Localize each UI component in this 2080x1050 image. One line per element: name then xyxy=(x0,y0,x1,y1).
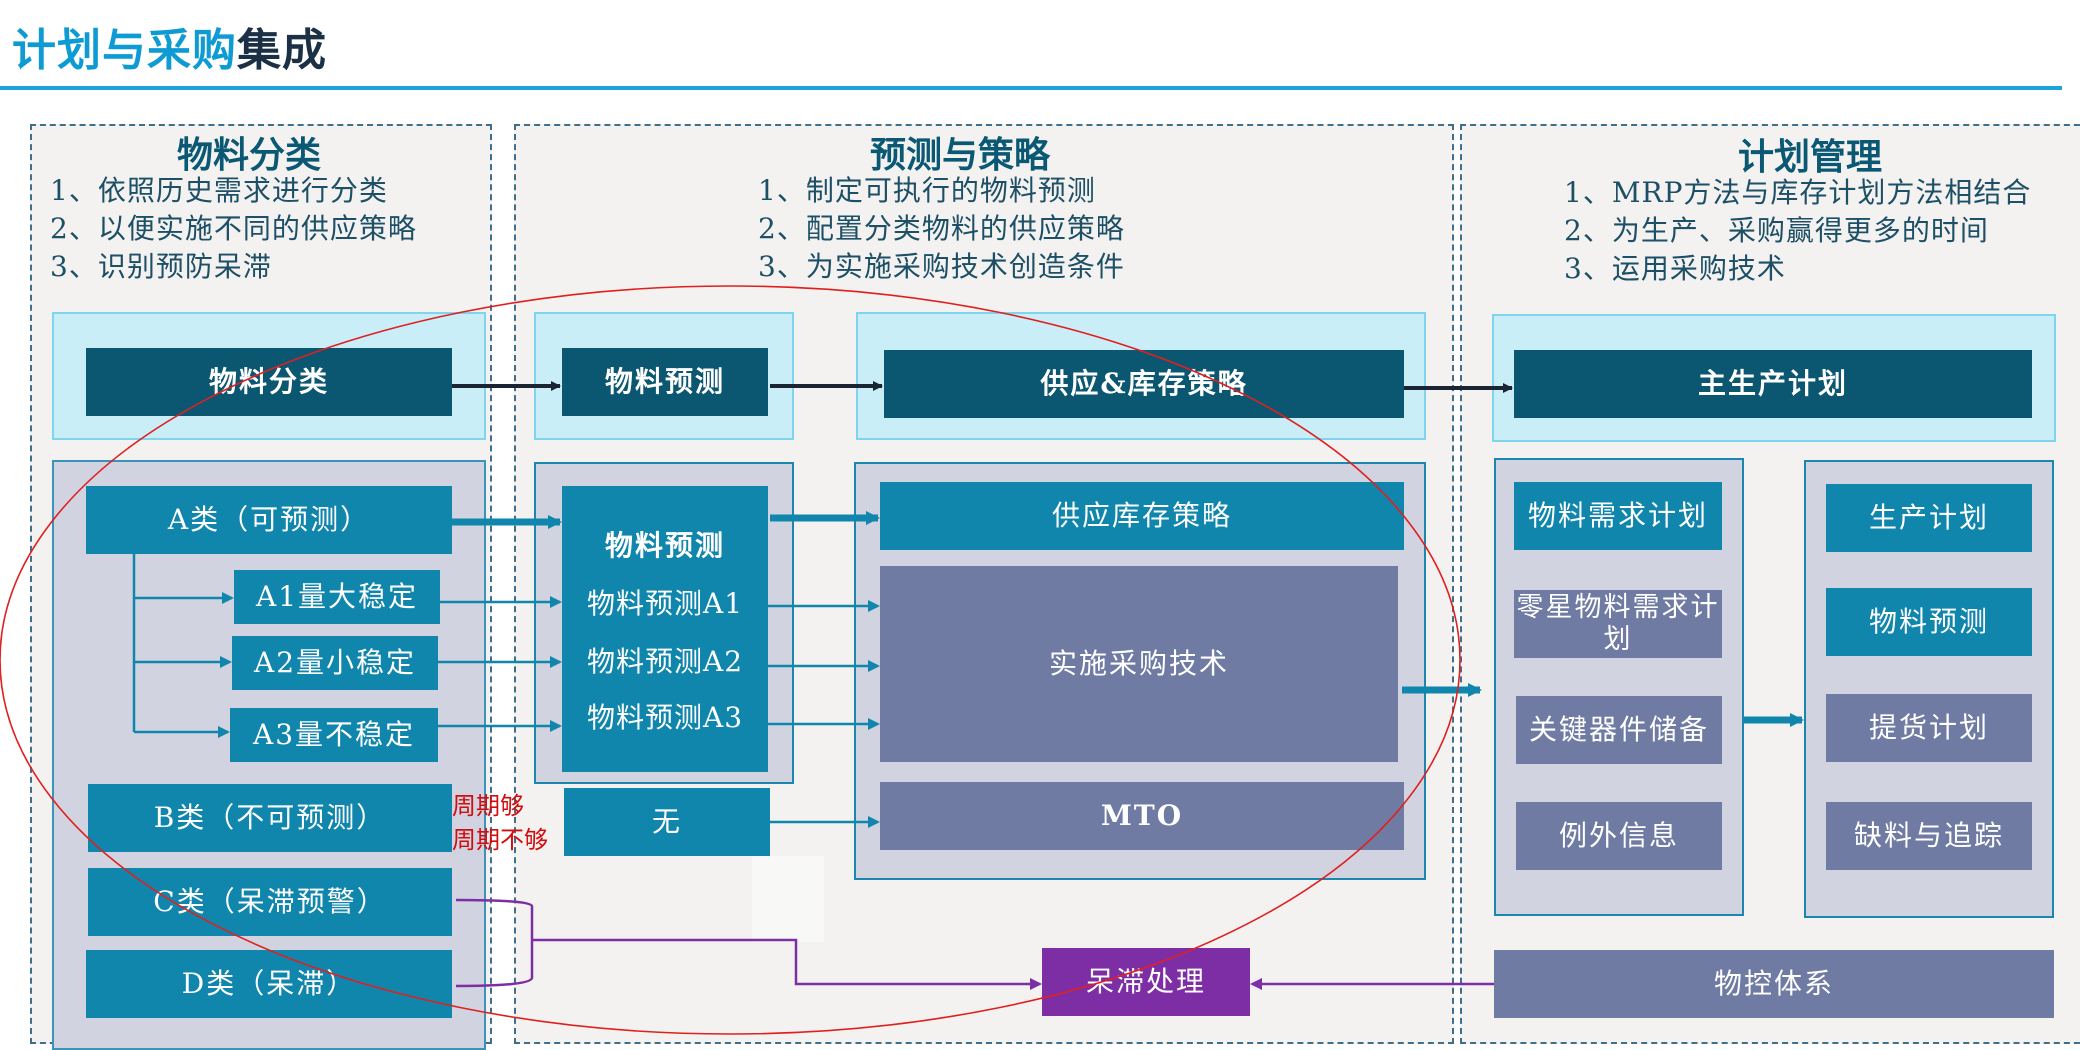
category-a-box: A类（可预测） xyxy=(86,486,452,554)
classification-desc-1: 1、依照历史需求进行分类 xyxy=(50,174,388,207)
flow-forecast-box: 物料预测 xyxy=(562,348,768,416)
supply-strategy-box: 供应库存策略 xyxy=(880,482,1404,550)
material-control-box: 物控体系 xyxy=(1494,950,2054,1018)
exception-info-box: 例外信息 xyxy=(1516,802,1722,870)
forecast-desc-2: 2、配置分类物料的供应策略 xyxy=(758,212,1125,245)
forecast-a3-label: 物料预测A3 xyxy=(586,701,744,734)
category-a1-box: A1量大稳定 xyxy=(234,570,440,624)
flow-classify-box: 物料分类 xyxy=(86,348,452,416)
flow-strategy-box: 供应&库存策略 xyxy=(884,350,1404,418)
note-cycle-enough: 周期够 xyxy=(452,792,524,820)
forecast-a1-label: 物料预测A1 xyxy=(586,587,744,620)
section-title-classification: 物料分类 xyxy=(176,135,321,176)
pickup-plan-box: 提货计划 xyxy=(1826,694,2032,762)
category-a3-box: A3量不稳定 xyxy=(230,708,438,762)
none-box: 无 xyxy=(564,788,770,856)
stale-handling-box: 呆滞处理 xyxy=(1042,948,1250,1016)
key-parts-reserve-box: 关键器件储备 xyxy=(1516,696,1722,764)
classification-desc-3: 3、识别预防呆滞 xyxy=(50,250,272,283)
planning-desc-2: 2、为生产、采购赢得更多的时间 xyxy=(1564,214,1989,247)
page-title: 计划与采购集成 xyxy=(12,25,327,76)
category-a2-box: A2量小稳定 xyxy=(232,636,438,690)
category-d-box: D类（呆滞） xyxy=(86,950,452,1018)
shortage-tracking-box: 缺料与追踪 xyxy=(1826,802,2032,870)
classification-desc-2: 2、以便实施不同的供应策略 xyxy=(50,212,417,245)
section-title-forecast: 预测与策略 xyxy=(869,135,1050,176)
category-c-box: C类（呆滞预警） xyxy=(88,868,452,936)
blank-patch xyxy=(752,856,824,942)
planning-desc-3: 3、运用采购技术 xyxy=(1564,252,1786,285)
section-title-planning: 计划管理 xyxy=(1737,137,1882,178)
production-plan-box: 生产计划 xyxy=(1826,484,2032,552)
forecast-a2-label: 物料预测A2 xyxy=(586,645,744,678)
title-underline xyxy=(0,86,2062,90)
category-b-box: B类（不可预测） xyxy=(88,784,452,852)
planning-desc-1: 1、MRP方法与库存计划方法相结合 xyxy=(1564,176,2032,209)
sporadic-mrp-box: 零星物料需求计划 xyxy=(1514,590,1722,658)
forecast-desc-3: 3、为实施采购技术创造条件 xyxy=(758,250,1125,283)
purchase-tech-box: 实施采购技术 xyxy=(880,566,1398,762)
mto-box: MTO xyxy=(880,782,1404,850)
mrp-box: 物料需求计划 xyxy=(1514,482,1722,550)
note-cycle-not-enough: 周期不够 xyxy=(452,826,548,854)
forecast-stack-title: 物料预测 xyxy=(604,529,725,562)
material-forecast-box: 物料预测 xyxy=(1826,588,2032,656)
flow-mps-box: 主生产计划 xyxy=(1514,350,2032,418)
forecast-desc-1: 1、制定可执行的物料预测 xyxy=(758,174,1096,207)
